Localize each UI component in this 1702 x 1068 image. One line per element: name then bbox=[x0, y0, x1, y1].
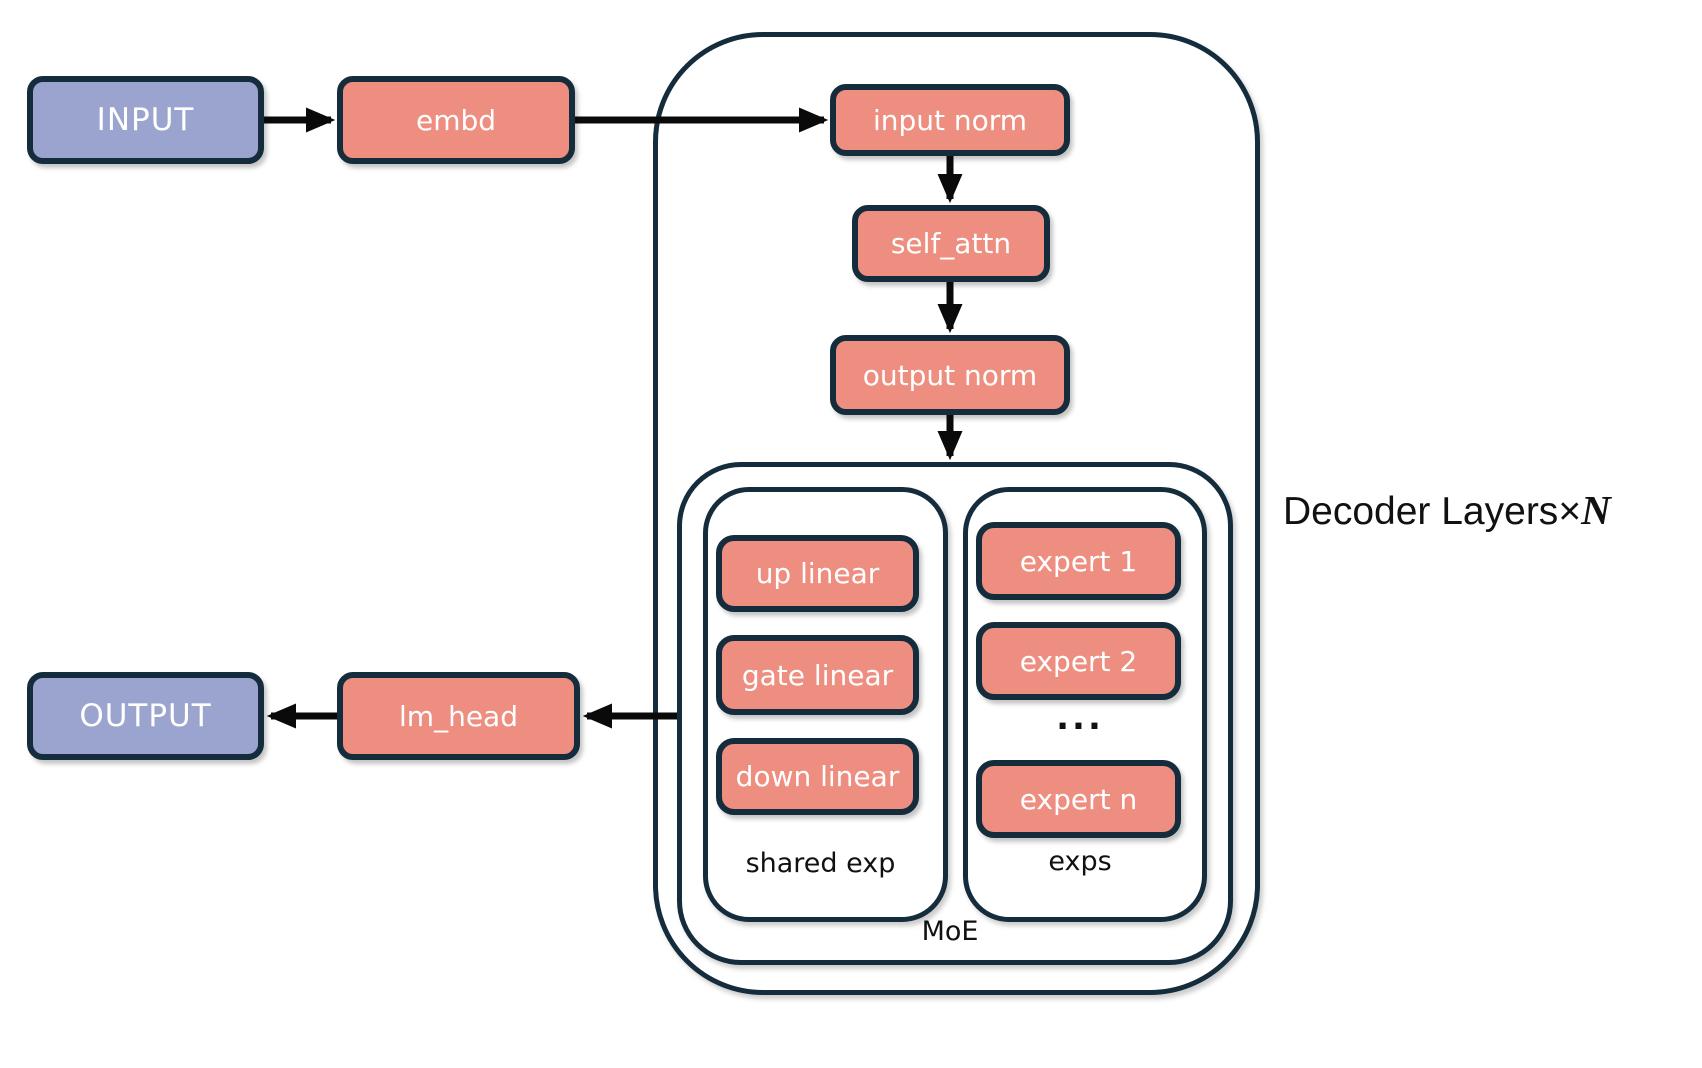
input-norm-node: input norm bbox=[830, 84, 1070, 156]
output-node: OUTPUT bbox=[27, 672, 264, 760]
embd-node-label: embd bbox=[415, 103, 497, 137]
expert-1-node: expert 1 bbox=[976, 522, 1181, 600]
experts-caption: exps bbox=[1048, 846, 1112, 877]
shared-expert-caption: shared exp bbox=[745, 848, 896, 879]
expert-1-node-label: expert 1 bbox=[1019, 544, 1138, 578]
expert-n-node-label: expert n bbox=[1019, 782, 1138, 816]
self-attn-node: self_attn bbox=[852, 205, 1050, 282]
gate-linear-node: gate linear bbox=[716, 635, 919, 715]
decoder-layers-n: N bbox=[1581, 487, 1611, 533]
down-linear-node-label: down linear bbox=[735, 760, 900, 793]
up-linear-node: up linear bbox=[716, 535, 919, 612]
lm-head-node: lm_head bbox=[337, 672, 580, 760]
self-attn-node-label: self_attn bbox=[890, 227, 1012, 260]
input-node: INPUT bbox=[27, 76, 264, 164]
expert-n-node: expert n bbox=[976, 760, 1181, 838]
input-norm-node-label: input norm bbox=[872, 103, 1028, 137]
output-node-label: OUTPUT bbox=[79, 698, 212, 734]
lm-head-node-label: lm_head bbox=[399, 699, 518, 733]
experts-ellipsis: ... bbox=[1056, 698, 1104, 738]
embd-node: embd bbox=[337, 76, 575, 164]
expert-2-node-label: expert 2 bbox=[1019, 644, 1138, 678]
output-norm-node-label: output norm bbox=[862, 358, 1038, 392]
input-node-label: INPUT bbox=[96, 102, 195, 138]
output-norm-node: output norm bbox=[830, 335, 1070, 415]
moe-caption: MoE bbox=[921, 916, 979, 947]
up-linear-node-label: up linear bbox=[755, 557, 880, 590]
decoder-layers-caption: Decoder Layers×N bbox=[1283, 486, 1611, 534]
decoder-layers-caption-text: Decoder Layers bbox=[1283, 490, 1559, 533]
down-linear-node: down linear bbox=[716, 738, 919, 815]
decoder-layers-times-sign: × bbox=[1558, 490, 1582, 533]
expert-2-node: expert 2 bbox=[976, 622, 1181, 700]
gate-linear-node-label: gate linear bbox=[741, 658, 894, 692]
